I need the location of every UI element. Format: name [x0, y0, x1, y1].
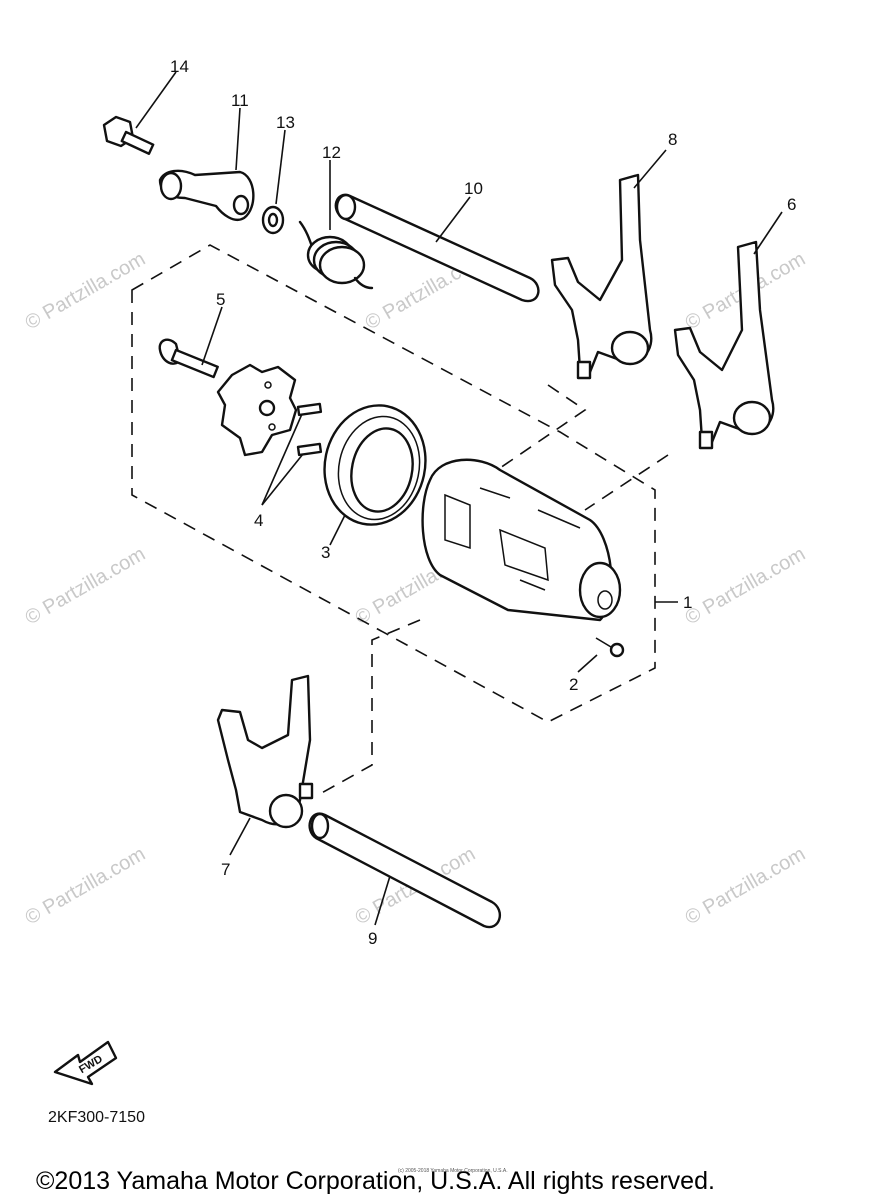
part-4-pins	[296, 402, 323, 457]
watermark: © Partzilla.com	[682, 543, 810, 629]
part-2-screw	[595, 637, 625, 658]
callout-6: 6	[787, 195, 796, 214]
callout-3: 3	[321, 543, 330, 562]
callout-11: 11	[231, 91, 249, 110]
part-3-bearing	[323, 404, 427, 526]
part-8-shift-fork	[550, 173, 653, 380]
callout-8: 8	[668, 130, 677, 149]
shift-drum	[421, 458, 622, 622]
part-12-spring	[298, 220, 374, 290]
callout-7: 7	[221, 860, 230, 879]
copyright-notice: ©2013 Yamaha Motor Corporation, U.S.A. A…	[36, 1167, 715, 1195]
callout-14: 14	[170, 57, 189, 76]
callout-12: 12	[322, 143, 341, 162]
callout-2: 2	[569, 675, 578, 694]
watermark: © Partzilla.com	[22, 843, 150, 929]
guide-line	[499, 384, 587, 469]
guide-line	[317, 619, 421, 796]
callout-1: 1	[683, 593, 692, 612]
assembly-outline	[131, 244, 656, 723]
callout-numbers: 14 11 13 12 10 8 6 5 4 3 1 2 7 9	[170, 57, 796, 948]
part-11-shift-arm	[158, 169, 255, 221]
drawing-code: 2KF300-7150	[48, 1109, 145, 1126]
watermark: © Partzilla.com	[22, 543, 150, 629]
part-9-shaft	[308, 812, 502, 929]
part-5-screw	[158, 338, 219, 379]
guide-line	[584, 454, 669, 511]
watermark: © Partzilla.com	[682, 843, 810, 929]
fwd-arrow-icon: FWD	[53, 1040, 118, 1086]
callout-5: 5	[216, 290, 225, 309]
fine-print: (c) 2005-2018 Yamaha Motor Corporation, …	[398, 1168, 508, 1174]
callout-9: 9	[368, 929, 377, 948]
leader-lines	[135, 71, 783, 926]
callout-10: 10	[464, 179, 483, 198]
part-6-shift-fork	[673, 240, 775, 450]
callout-13: 13	[276, 113, 295, 132]
part-10-shaft	[334, 193, 540, 303]
callout-4: 4	[254, 511, 263, 530]
segment-plate	[216, 363, 298, 457]
part-7-shift-fork	[216, 674, 314, 829]
part-14-bolt	[102, 115, 155, 155]
part-13-washer	[261, 205, 285, 235]
watermark: © Partzilla.com	[22, 248, 150, 334]
